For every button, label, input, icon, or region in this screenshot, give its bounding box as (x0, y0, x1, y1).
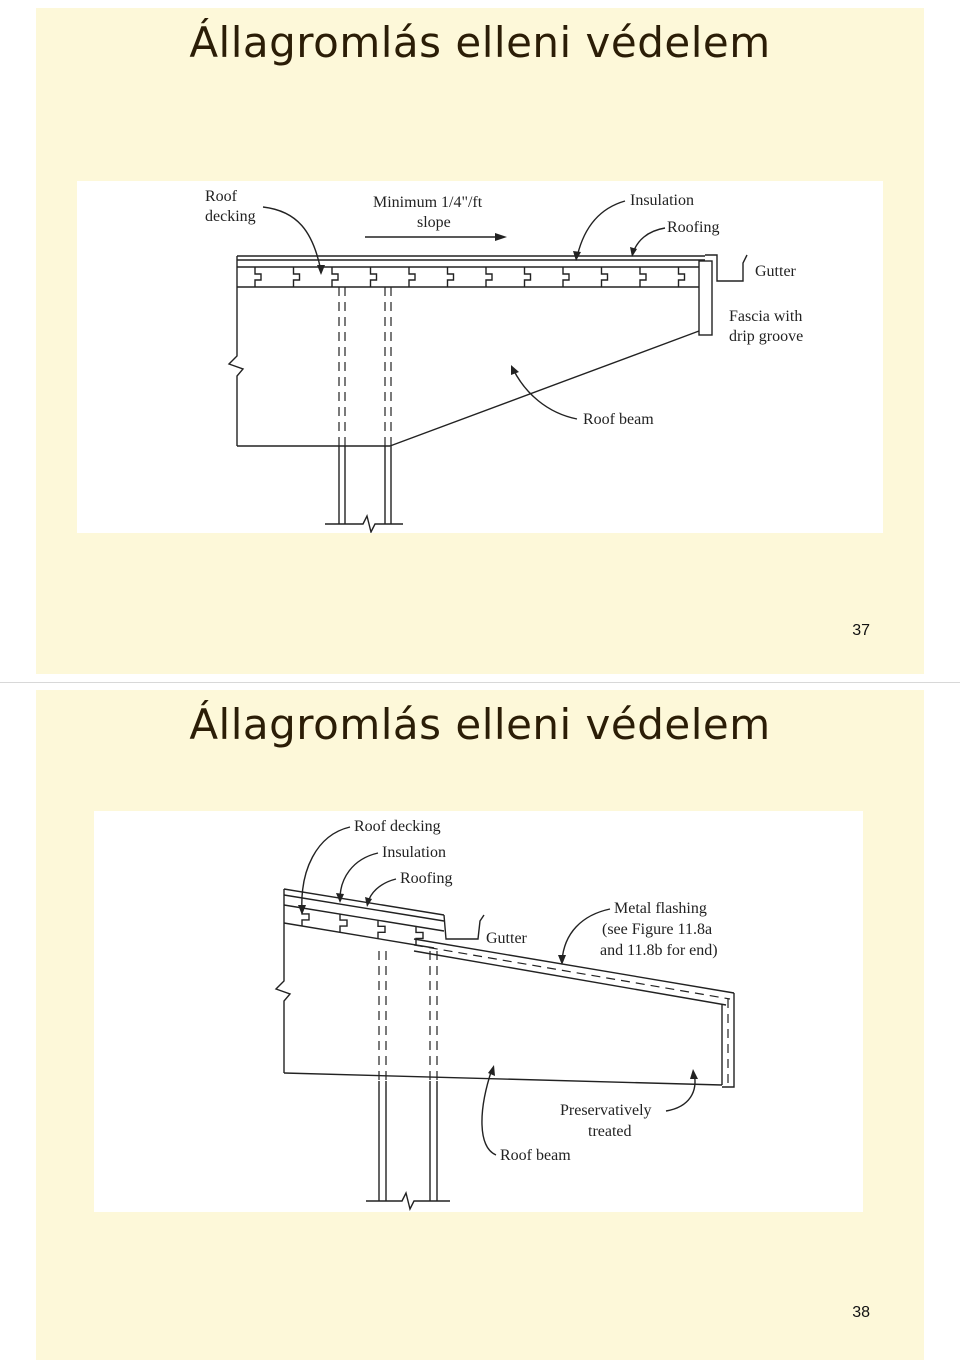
gutter-shape (443, 914, 485, 940)
break-line-left (227, 256, 245, 446)
label-roof-decking: Roof decking (354, 818, 441, 835)
label-fascia-1: Fascia with (729, 308, 802, 325)
insulation-line (283, 894, 445, 922)
slide-37: Állagromlás elleni védelem (36, 8, 924, 674)
deck-joint (562, 267, 570, 287)
label-roof-beam: Roof beam (583, 411, 654, 428)
page-number: 38 (852, 1304, 870, 1321)
flashing-end-outer (722, 993, 735, 1088)
decking-joints (254, 267, 686, 287)
label-treated: treated (588, 1123, 632, 1140)
roof-detail-diagram-1: Roof decking Minimum 1/4"/ft slope Insul… (77, 181, 883, 533)
label-gutter: Gutter (486, 930, 528, 947)
label-roofing: Roofing (400, 870, 452, 887)
label-flashing-1: Metal flashing (614, 900, 707, 917)
deck-joint (408, 267, 416, 287)
leader-insulation (576, 200, 626, 258)
fascia-board (698, 260, 713, 336)
deck-joint (377, 920, 386, 939)
label-roofing: Roofing (667, 219, 719, 236)
leader-roof-beam (512, 368, 578, 420)
break-line-bottom (325, 513, 403, 533)
beam-bottom-line (283, 1072, 723, 1086)
deck-joint (254, 267, 262, 287)
label-slope-1: Minimum 1/4"/ft (373, 194, 483, 211)
label-fascia-2: drip groove (729, 328, 803, 345)
leader-flashing (561, 908, 611, 962)
roofing-line (283, 888, 445, 916)
label-gutter: Gutter (755, 263, 797, 280)
page-divider (0, 682, 960, 683)
decking-joints (301, 907, 424, 945)
gutter-shape (705, 254, 748, 282)
deck-joint (331, 267, 339, 287)
label-insulation: Insulation (382, 844, 446, 861)
leader-roof-decking (262, 206, 322, 272)
flashing-hidden (413, 944, 731, 1000)
decking-bottom-line (283, 922, 435, 949)
label-insulation: Insulation (630, 192, 694, 209)
deck-joint (339, 914, 348, 933)
break-line-left (274, 889, 292, 1073)
break-line-bottom (366, 1190, 450, 1212)
deck-joint (523, 267, 532, 287)
label-slope-2: slope (417, 214, 451, 231)
roof-detail-diagram-2: Roof decking Insulation Roofing Gutter M… (94, 811, 863, 1212)
flashing-bottom (413, 950, 727, 1006)
deck-joint (446, 267, 455, 287)
slide-title: Állagromlás elleni védelem (189, 700, 771, 749)
label-decking: decking (205, 208, 256, 225)
deck-joint (369, 267, 378, 287)
deck-joint (677, 267, 686, 287)
leader-roofing (367, 878, 397, 904)
label-flashing-2: (see Figure 11.8a (602, 921, 712, 938)
leader-roof-beam (481, 1068, 497, 1156)
deck-joint (485, 267, 493, 287)
deck-joint (639, 267, 647, 287)
label-roof-beam: Roof beam (500, 1147, 571, 1164)
roof-beam-diagram-svg: Roof decking Minimum 1/4"/ft slope Insul… (205, 188, 803, 533)
deck-joint (292, 267, 301, 287)
label-flashing-3: and 11.8b for end) (600, 942, 718, 959)
leader-insulation (339, 852, 379, 900)
deck-joint (415, 926, 424, 945)
slide-title: Állagromlás elleni védelem (189, 18, 771, 67)
label-preservatively: Preservatively (560, 1102, 652, 1119)
page-number: 37 (852, 622, 870, 639)
slide-38: Állagromlás elleni védelem (36, 690, 924, 1360)
decking-top-line (283, 904, 445, 932)
label-roof: Roof (205, 188, 238, 205)
beam-sloped-underside (389, 330, 700, 447)
leader-roof-decking (301, 826, 351, 912)
deck-joint (600, 267, 609, 287)
leader-roofing (632, 227, 666, 254)
flashing-diagram-svg: Roof decking Insulation Roofing Gutter M… (274, 818, 735, 1212)
flashing-top (413, 938, 735, 994)
